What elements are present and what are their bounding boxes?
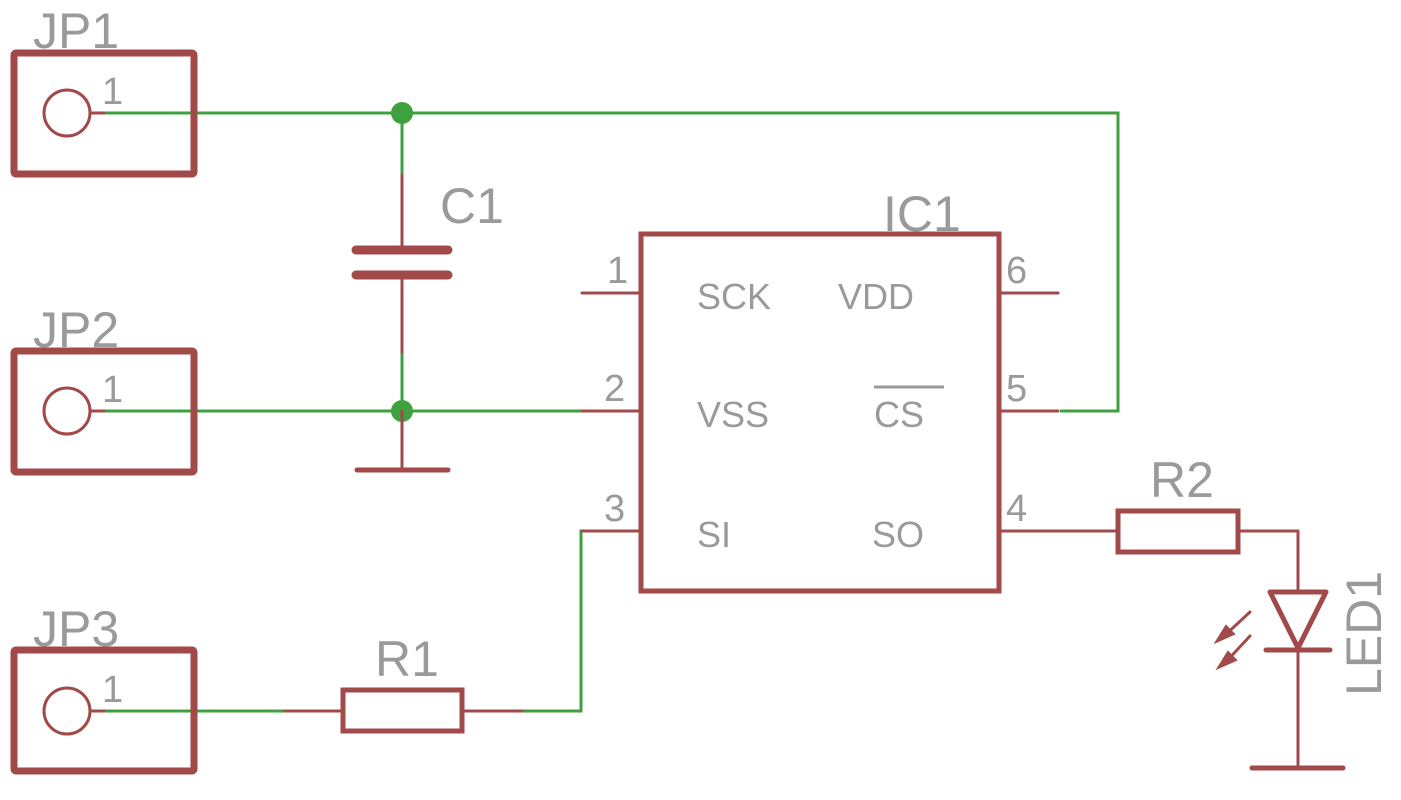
resistor-r1-name: R1: [375, 631, 439, 687]
capacitor-c1-name: C1: [440, 178, 504, 234]
connector-jp2-pin: 1: [102, 369, 123, 411]
wires: [92, 102, 1120, 713]
ground-icon: [354, 409, 451, 473]
junction-dot-top: [391, 102, 413, 124]
ic-pin3-num: 3: [604, 488, 625, 530]
ic-ic1-name: IC1: [883, 186, 961, 242]
diode-triangle-icon: [1267, 589, 1329, 651]
connector-jp2-name: JP2: [33, 302, 119, 358]
ic-pin5-num: 5: [1006, 368, 1027, 410]
connector-jp2: JP2 1: [10, 302, 198, 476]
resistor-r2-name: R2: [1150, 452, 1214, 508]
pad-circle-icon: [42, 686, 92, 736]
connector-jp1-name: JP1: [33, 3, 119, 59]
ic-pin2-num: 2: [604, 368, 625, 410]
connector-jp3-name: JP3: [33, 601, 119, 657]
ic-pin4-num: 4: [1006, 488, 1027, 530]
ic-pin-label-vss: VSS: [697, 394, 769, 435]
led-led1: LED1: [1213, 529, 1392, 771]
ic-pin-label-so: SO: [872, 514, 924, 555]
connector-jp1-pin: 1: [102, 71, 123, 113]
pad-circle-icon: [42, 88, 92, 138]
pad-circle-icon: [42, 386, 92, 436]
light-emission-arrows-icon: [1213, 610, 1252, 671]
resistor-r2: R2: [1115, 452, 1300, 555]
ic-pin6-num: 6: [1006, 250, 1027, 292]
ic-pin-label-cs: CS: [874, 394, 924, 435]
ic-pin1-num: 1: [607, 250, 628, 292]
led-led1-name: LED1: [1336, 571, 1392, 696]
wire-r1-to-si: [522, 529, 583, 713]
ic-pin-label-si: SI: [697, 514, 731, 555]
resistor-r1: R1: [283, 631, 524, 734]
connector-jp1: JP1 1: [10, 3, 198, 178]
connector-jp3-pin: 1: [102, 669, 123, 711]
ic-pin-label-vdd: VDD: [838, 276, 914, 317]
capacitor-c1: C1: [351, 173, 504, 354]
ic-pin-label-sck: SCK: [697, 276, 771, 317]
connector-jp3: JP3 1: [10, 601, 198, 775]
wire-jp1-to-cs: [92, 111, 1120, 413]
ic-ic1: IC1 1 2 3 4 5 6 SCK VSS SI VDD CS SO: [580, 186, 1120, 594]
